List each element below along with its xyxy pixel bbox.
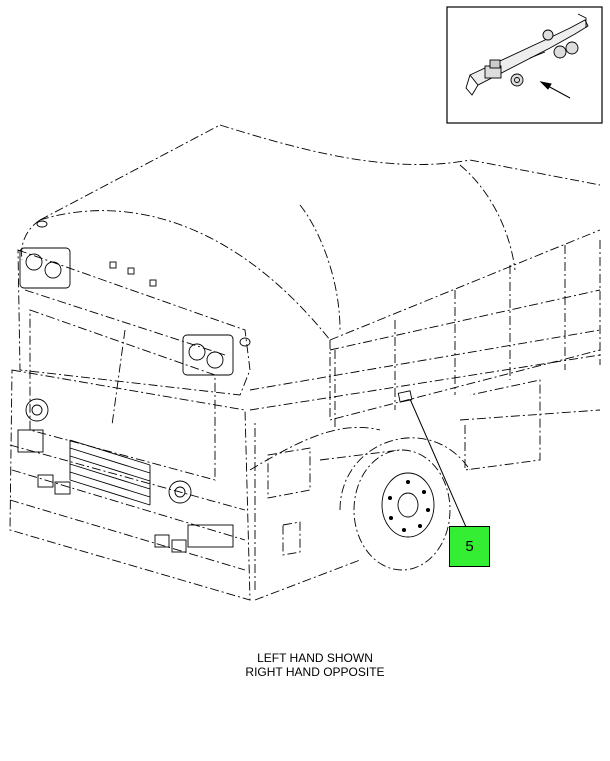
caption-line-2: RIGHT HAND OPPOSITE xyxy=(245,665,385,679)
front-wheel xyxy=(353,449,451,571)
left-front-lamp xyxy=(25,398,49,422)
left-headlight-cluster xyxy=(19,247,71,289)
chassis-frame-icon xyxy=(465,13,589,96)
locator-inset xyxy=(446,6,603,124)
callout-5[interactable]: 5 xyxy=(449,526,490,567)
callout-leader-line xyxy=(409,398,467,528)
grille xyxy=(69,439,151,506)
front-details xyxy=(17,220,413,553)
right-headlight-cluster xyxy=(182,334,234,376)
caption-line-1: LEFT HAND SHOWN xyxy=(257,651,373,665)
bus-body xyxy=(9,124,601,601)
locator-arrow-icon xyxy=(539,81,571,99)
side-marker-lamp xyxy=(397,390,413,403)
right-front-lamp xyxy=(168,480,192,504)
